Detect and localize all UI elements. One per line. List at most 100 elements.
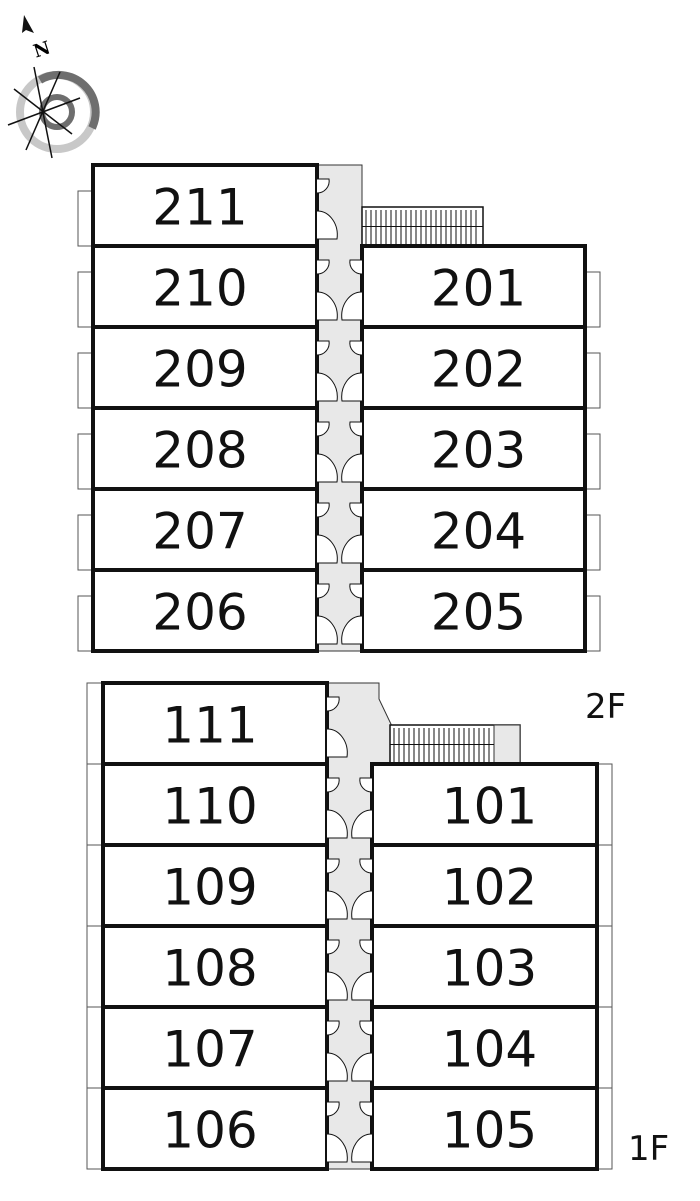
door-icon <box>316 453 338 483</box>
room-206[interactable]: 206 <box>77 568 338 653</box>
room-number: 107 <box>162 1021 257 1079</box>
door-icon <box>341 291 363 321</box>
room-number: 211 <box>152 179 247 237</box>
room-number: 108 <box>162 940 257 998</box>
floor-label-2f: 2F <box>585 687 626 727</box>
door-icon <box>351 890 373 920</box>
room-110[interactable]: 110 <box>86 762 348 847</box>
balcony <box>596 844 613 927</box>
room-number: 105 <box>442 1102 537 1160</box>
room-111[interactable]: 111 <box>86 681 348 766</box>
room-number: 106 <box>162 1102 257 1160</box>
room-number: 111 <box>162 697 257 755</box>
room-number: 109 <box>162 859 257 917</box>
door-icon <box>326 1101 340 1117</box>
balcony <box>86 844 103 927</box>
room-205[interactable]: 205 <box>341 568 601 653</box>
compass-north-label: N <box>31 37 53 62</box>
room-209[interactable]: 209 <box>77 325 338 410</box>
door-icon <box>326 728 348 758</box>
balcony <box>86 1006 103 1089</box>
balcony <box>596 763 613 846</box>
door-icon <box>316 210 338 240</box>
door-icon <box>351 809 373 839</box>
balcony <box>77 595 94 652</box>
room-number: 206 <box>152 584 247 642</box>
door-icon <box>359 939 373 955</box>
door-icon <box>341 534 363 564</box>
room-103[interactable]: 103 <box>351 924 613 1009</box>
balcony <box>584 352 601 409</box>
floor-1f: 111 110 109 108 107 106 101 102 103 104 105 <box>86 681 613 1171</box>
room-208[interactable]: 208 <box>77 406 338 491</box>
door-icon <box>326 858 340 874</box>
door-icon <box>341 615 363 645</box>
room-106[interactable]: 106 <box>86 1086 348 1171</box>
door-icon <box>351 1133 373 1163</box>
room-number: 102 <box>442 859 537 917</box>
door-icon <box>316 372 338 402</box>
door-icon <box>326 939 340 955</box>
compass-north-icon: N <box>7 15 100 159</box>
door-icon <box>316 178 330 194</box>
room-number: 208 <box>152 422 247 480</box>
staircase <box>389 724 521 765</box>
balcony <box>596 1087 613 1170</box>
balcony <box>584 595 601 652</box>
door-icon <box>326 1133 348 1163</box>
balcony <box>584 271 601 328</box>
door-icon <box>316 502 330 518</box>
room-number: 103 <box>442 940 537 998</box>
balcony <box>77 514 94 571</box>
balcony <box>584 514 601 571</box>
door-icon <box>316 534 338 564</box>
door-icon <box>326 809 348 839</box>
door-icon <box>326 890 348 920</box>
balcony <box>77 433 94 490</box>
room-201[interactable]: 201 <box>341 244 601 329</box>
door-icon <box>316 340 330 356</box>
room-101[interactable]: 101 <box>351 762 613 847</box>
floor-label-1f: 1F <box>628 1129 669 1169</box>
door-icon <box>351 971 373 1001</box>
door-icon <box>316 583 330 599</box>
room-number: 202 <box>431 341 526 399</box>
door-icon <box>359 777 373 793</box>
door-icon <box>341 453 363 483</box>
room-211[interactable]: 211 <box>77 163 338 248</box>
door-icon <box>326 696 340 712</box>
balcony <box>86 763 103 846</box>
room-number: 207 <box>152 503 247 561</box>
door-icon <box>359 1020 373 1036</box>
room-number: 203 <box>431 422 526 480</box>
room-204[interactable]: 204 <box>341 487 601 572</box>
door-icon <box>326 1052 348 1082</box>
door-icon <box>349 502 363 518</box>
room-207[interactable]: 207 <box>77 487 338 572</box>
door-icon <box>326 1020 340 1036</box>
staircase <box>361 206 484 247</box>
room-102[interactable]: 102 <box>351 843 613 928</box>
room-108[interactable]: 108 <box>86 924 348 1009</box>
room-109[interactable]: 109 <box>86 843 348 928</box>
door-icon <box>359 858 373 874</box>
door-icon <box>349 421 363 437</box>
room-203[interactable]: 203 <box>341 406 601 491</box>
door-icon <box>326 777 340 793</box>
door-icon <box>326 971 348 1001</box>
door-icon <box>316 291 338 321</box>
balcony <box>77 352 94 409</box>
door-icon <box>349 340 363 356</box>
room-number: 104 <box>442 1021 537 1079</box>
room-107[interactable]: 107 <box>86 1005 348 1090</box>
room-105[interactable]: 105 <box>351 1086 613 1171</box>
room-202[interactable]: 202 <box>341 325 601 410</box>
room-104[interactable]: 104 <box>351 1005 613 1090</box>
balcony <box>77 190 94 247</box>
room-210[interactable]: 210 <box>77 244 338 329</box>
room-number: 101 <box>442 778 537 836</box>
room-number: 210 <box>152 260 247 318</box>
door-icon <box>316 259 330 275</box>
balcony <box>86 1087 103 1170</box>
